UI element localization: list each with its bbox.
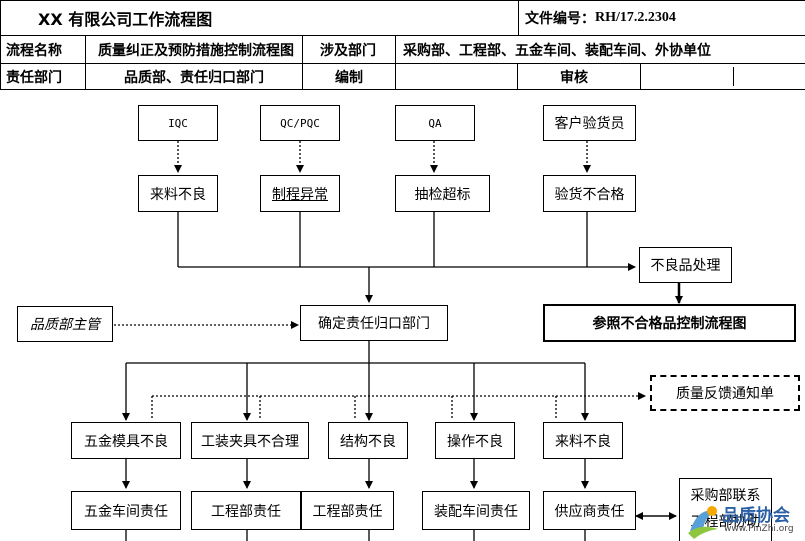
doc-number-label: 文件编号： (525, 10, 595, 27)
cause-operation-defect: 操作不良 (435, 422, 515, 459)
cause-die-defect: 五金模具不良 (71, 422, 181, 459)
purchasing-line-2: 工程部协助 (690, 514, 761, 530)
source-qc-pqc: QC/PQC (260, 105, 340, 141)
issue-incoming-defect: 来料不良 (138, 175, 218, 212)
watermark-url: www.PinZhi.org (724, 524, 794, 534)
cause-incoming-defect: 来料不良 (543, 422, 623, 459)
header-grid (0, 0, 805, 90)
doc-number: 文件编号：RH/17.2.2304 (525, 0, 676, 35)
process-name: 质量纠正及预防措施控制流程图 (98, 42, 294, 59)
owner-supplier: 供应商责任 (543, 491, 636, 530)
responsible-label: 责任部门 (6, 69, 62, 86)
quality-supervisor: 品质部主管 (17, 306, 113, 342)
determine-responsible-dept: 确定责任归口部门 (300, 305, 448, 341)
issue-inspection-failed: 验货不合格 (543, 175, 636, 212)
cause-fixture-unreasonable: 工装夹具不合理 (191, 422, 309, 459)
reviewed-label: 审核 (560, 69, 588, 86)
responsible-dept: 品质部、责任归口部门 (124, 69, 264, 86)
document-header: XX 有限公司工作流程图 文件编号：RH/17.2.2304 流程名称 质量纠正… (0, 0, 805, 91)
source-customer-inspector: 客户验货员 (543, 105, 636, 141)
pinzhi-watermark-logo: 品质协会 www.PinZhi.org (682, 497, 805, 541)
owner-assembly-workshop: 装配车间责任 (422, 491, 530, 530)
watermark-name: 品质协会 (722, 506, 790, 526)
purchasing-line-1: 采购部联系 (690, 488, 761, 504)
departments-label: 涉及部门 (320, 42, 376, 59)
owner-hardware-workshop: 五金车间责任 (71, 491, 181, 530)
doc-number-value: RH/17.2.2304 (595, 9, 676, 25)
issue-process-abnormal: 制程异常 (260, 175, 340, 212)
owner-engineering-1: 工程部责任 (191, 491, 301, 530)
nonconforming-handling: 不良品处理 (639, 247, 732, 283)
quality-feedback-notice: 质量反馈通知单 (650, 375, 800, 411)
departments: 采购部、工程部、五金车间、装配车间、外协单位 (403, 42, 711, 59)
owner-engineering-2: 工程部责任 (301, 491, 394, 530)
process-name-label: 流程名称 (6, 42, 62, 59)
prepared-label: 编制 (335, 69, 363, 86)
company-title: XX 有限公司工作流程图 (38, 9, 213, 29)
source-iqc: IQC (138, 105, 218, 141)
pinzhi-logo-icon (688, 506, 718, 539)
cause-structure-defect: 结构不良 (328, 422, 408, 459)
reference-nonconforming-flowchart: 参照不合格品控制流程图 (543, 304, 796, 342)
issue-sampling-exceeded: 抽检超标 (395, 175, 490, 212)
source-qa: QA (395, 105, 475, 141)
